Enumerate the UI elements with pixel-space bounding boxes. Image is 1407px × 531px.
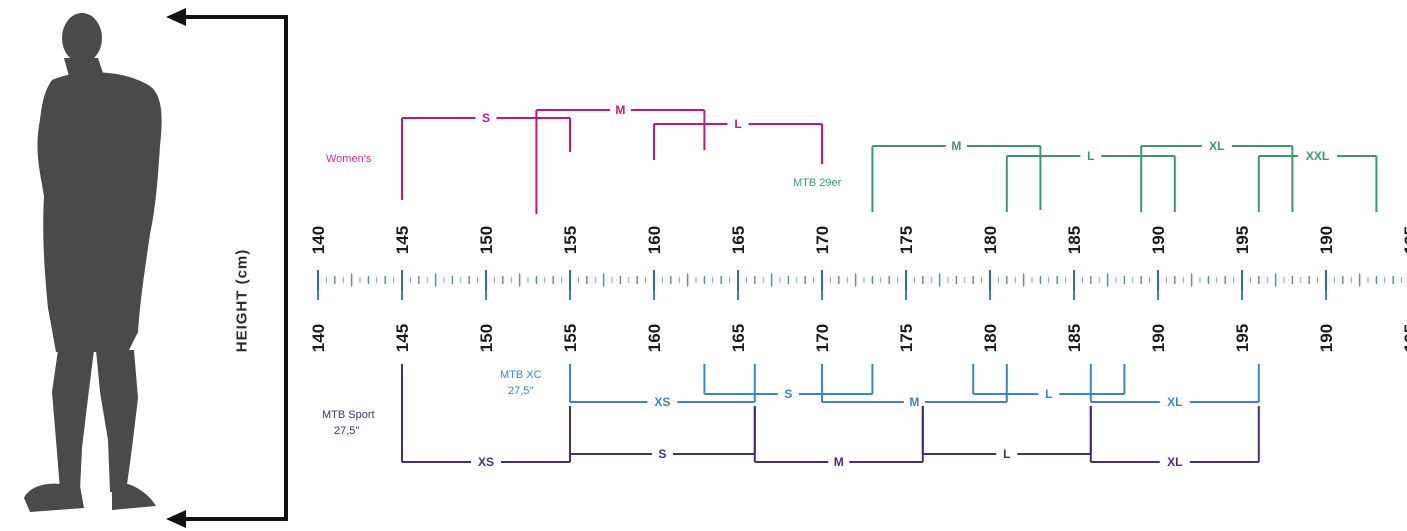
ruler-label: 165 bbox=[729, 226, 748, 254]
mtb-sport-group-label-line1: MTB Sport bbox=[322, 409, 375, 421]
ruler-label: 155 bbox=[561, 226, 580, 254]
size-label: M bbox=[951, 139, 961, 153]
mtb-29er-sizes: M L XL XXL bbox=[872, 138, 1376, 212]
arrow-head-bottom-icon bbox=[166, 510, 186, 528]
height-axis-label-text: HEIGHT (cm) bbox=[234, 248, 251, 352]
ruler-label: 145 bbox=[393, 226, 412, 254]
ruler-label: 195 bbox=[1401, 226, 1407, 254]
size-label: L bbox=[1045, 387, 1052, 401]
ruler-label: 150 bbox=[477, 226, 496, 254]
womens-group-label: Women's bbox=[326, 153, 372, 165]
size-label: S bbox=[482, 111, 490, 125]
ruler-label: 180 bbox=[981, 226, 1000, 254]
ruler-label: 190 bbox=[1149, 324, 1168, 352]
ruler-label: 150 bbox=[477, 324, 496, 352]
size-label: XL bbox=[1167, 455, 1182, 469]
size-label: M bbox=[909, 395, 919, 409]
mtb-sport-group-label-line2: 27,5" bbox=[334, 425, 359, 437]
ruler-ticks bbox=[318, 270, 1407, 300]
size-label: L bbox=[734, 117, 741, 131]
ruler-label: 140 bbox=[309, 226, 328, 254]
ruler-label: 160 bbox=[645, 226, 664, 254]
height-axis-label: HEIGHT (cm) bbox=[212, 240, 272, 360]
mtb-xc-group-label-line1: MTB XC bbox=[500, 369, 542, 381]
ruler-label: 190 bbox=[1149, 226, 1168, 254]
ruler-label: 175 bbox=[897, 226, 916, 254]
ruler-label: 160 bbox=[645, 324, 664, 352]
size-label: L bbox=[1003, 447, 1010, 461]
ruler-label: 170 bbox=[813, 226, 832, 254]
size-label: XXL bbox=[1306, 149, 1329, 163]
size-label: XS bbox=[478, 455, 494, 469]
ruler-label: 140 bbox=[309, 324, 328, 352]
ruler-top-labels: 140 145 150 155 160 165 170 175 180 185 190 195 190 1… bbox=[309, 226, 1407, 254]
mtb-xc-sizes: XS S M L XL bbox=[570, 364, 1259, 410]
size-label: S bbox=[784, 387, 792, 401]
ruler-label: 195 bbox=[1233, 226, 1252, 254]
ruler-label: 195 bbox=[1401, 324, 1407, 352]
ruler-label: 190 bbox=[1317, 324, 1336, 352]
mtb-29er-group-label: MTB 29er bbox=[793, 177, 842, 189]
mtb-xc-group-label-line2: 27,5" bbox=[508, 385, 533, 397]
ruler-label: 175 bbox=[897, 324, 916, 352]
ruler-label: 180 bbox=[981, 324, 1000, 352]
size-label: XL bbox=[1167, 395, 1182, 409]
size-label: XL bbox=[1209, 139, 1224, 153]
ruler-label: 190 bbox=[1317, 226, 1336, 254]
size-label: M bbox=[615, 103, 625, 117]
ruler-label: 145 bbox=[393, 324, 412, 352]
ruler-label: 155 bbox=[561, 324, 580, 352]
ruler-label: 185 bbox=[1065, 226, 1084, 254]
arrow-head-top-icon bbox=[166, 8, 186, 26]
size-label: L bbox=[1087, 149, 1094, 163]
ruler-label: 165 bbox=[729, 324, 748, 352]
ruler-label: 170 bbox=[813, 324, 832, 352]
size-label: M bbox=[834, 455, 844, 469]
ruler-bottom-labels: 140 145 150 155 160 165 170 175 180 185 190 195 190 1… bbox=[309, 324, 1407, 352]
size-label: XS bbox=[654, 395, 670, 409]
ruler-label: 185 bbox=[1065, 324, 1084, 352]
person-silhouette-icon bbox=[24, 13, 162, 512]
size-label: S bbox=[658, 447, 666, 461]
ruler-label: 195 bbox=[1233, 324, 1252, 352]
womens-sizes: S M L bbox=[402, 102, 822, 214]
